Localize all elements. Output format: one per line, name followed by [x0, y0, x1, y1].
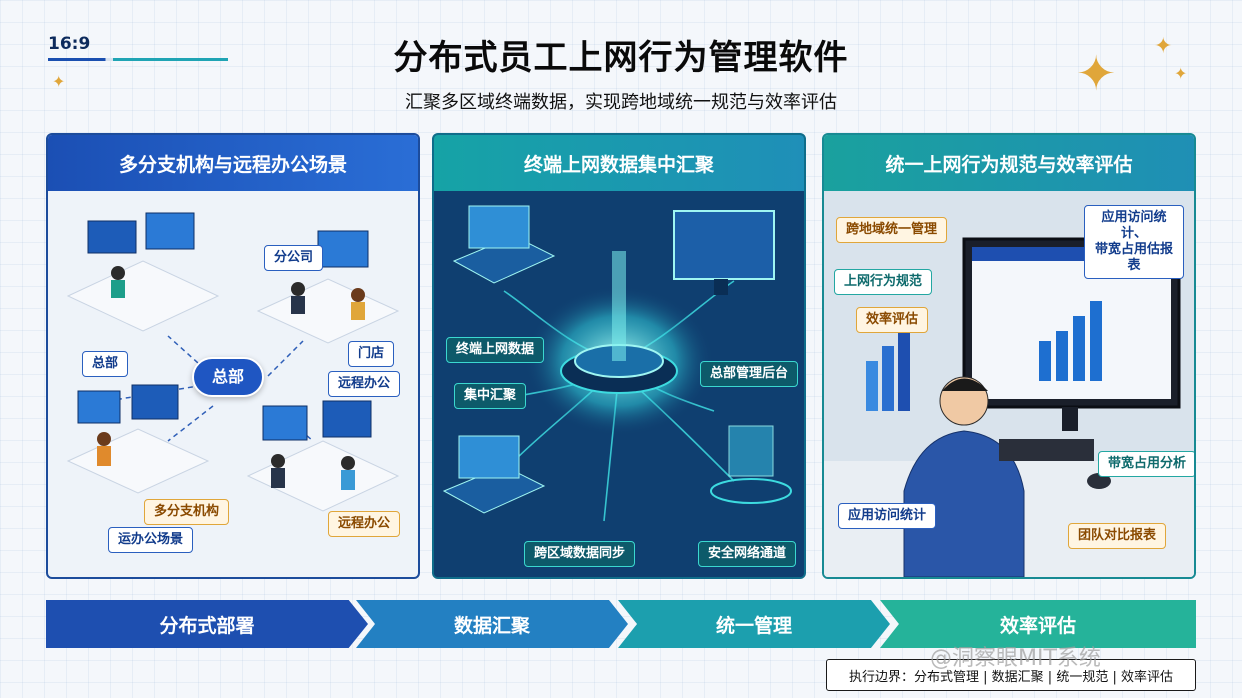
aspect-underline: [48, 58, 228, 61]
aspect-ratio-label: 16:9: [48, 34, 91, 54]
panel-title: 多分支机构与远程办公场景: [48, 135, 418, 191]
keyboard-icon: [999, 439, 1094, 461]
sparkle-icon: ✦: [1174, 64, 1188, 83]
branch-office-illustration: [66, 212, 400, 512]
desk-cluster-icon: [256, 230, 400, 344]
label-hq-console: 总部管理后台: [700, 361, 799, 387]
laptop-icon: [452, 205, 556, 284]
laptop-icon: [442, 435, 546, 514]
flow-step-evaluate: 效率评估: [880, 600, 1196, 648]
label-cross-region-sync: 跨区域数据同步: [524, 541, 636, 567]
label-secure-channel: 安全网络通道: [698, 541, 797, 567]
hub-headquarters: 总部: [192, 357, 265, 397]
page-subtitle: 汇聚多区域终端数据，实现跨地域统一规范与效率评估: [405, 92, 837, 113]
label-terminal-data: 终端上网数据: [446, 337, 545, 363]
label-remote-office-2: 远程办公: [328, 511, 401, 537]
label-app-access-report-text: 应用访问统计、 带宽占用估报表: [1094, 210, 1173, 273]
panel-branch-offices: 多分支机构与远程办公场景: [46, 133, 420, 579]
server-icon: [710, 425, 792, 504]
bar-chart-icon: [866, 331, 910, 411]
panel-title: 终端上网数据集中汇聚: [434, 135, 804, 191]
label-headquarters: 总部: [82, 351, 129, 377]
execution-boundary-note: 执行边界：分布式管理 | 数据汇聚 | 统一规范 | 效率评估: [826, 659, 1196, 691]
panel-unified-management: 统一上网行为规范与效率评估 跨地域统一管理 应用访问统计、 带宽占用估报表: [822, 133, 1196, 579]
label-central-aggregation: 集中汇聚: [454, 383, 527, 409]
desk-cluster-icon: [66, 384, 210, 494]
label-remote-office: 远程办公: [328, 371, 401, 397]
monitor-icon: [673, 210, 775, 295]
sparkle-icon: ✦: [1076, 46, 1117, 102]
label-app-access-report: 应用访问统计、 带宽占用估报表: [1084, 205, 1184, 279]
sparkle-icon: ✦: [52, 72, 66, 91]
desk-cluster-icon: [246, 400, 400, 512]
flow-step-aggregate: 数据汇聚: [356, 600, 628, 648]
label-multi-branch: 多分支机构: [144, 499, 230, 525]
label-team-compare-report: 团队对比报表: [1068, 523, 1167, 549]
label-bandwidth-analysis: 带宽占用分析: [1098, 451, 1194, 477]
label-remote-scene: 运办公场景: [108, 527, 194, 553]
page-title: 分布式员工上网行为管理软件: [393, 38, 849, 78]
label-store: 门店: [348, 341, 395, 367]
label-efficiency-evaluation: 效率评估: [856, 307, 929, 333]
sparkle-icon: ✦: [1154, 34, 1173, 59]
flow-step-manage: 统一管理: [618, 600, 890, 648]
panel-data-aggregation: 终端上网数据集中汇聚: [432, 133, 806, 579]
flow-step-deploy: 分布式部署: [46, 600, 368, 648]
process-flow: 分布式部署 数据汇聚 统一管理 效率评估: [46, 600, 1196, 648]
watermark: @洞察眼MIT系统: [930, 646, 1101, 671]
label-app-access-stats: 应用访问统计: [838, 503, 937, 529]
label-behavior-standard: 上网行为规范: [834, 269, 933, 295]
label-cross-region-management: 跨地域统一管理: [836, 217, 948, 243]
panel-title: 统一上网行为规范与效率评估: [824, 135, 1194, 191]
person-icon: [903, 376, 1025, 577]
desk-cluster-icon: [66, 212, 220, 332]
mouse-icon: [1087, 473, 1111, 489]
label-branch-office: 分公司: [264, 245, 324, 271]
